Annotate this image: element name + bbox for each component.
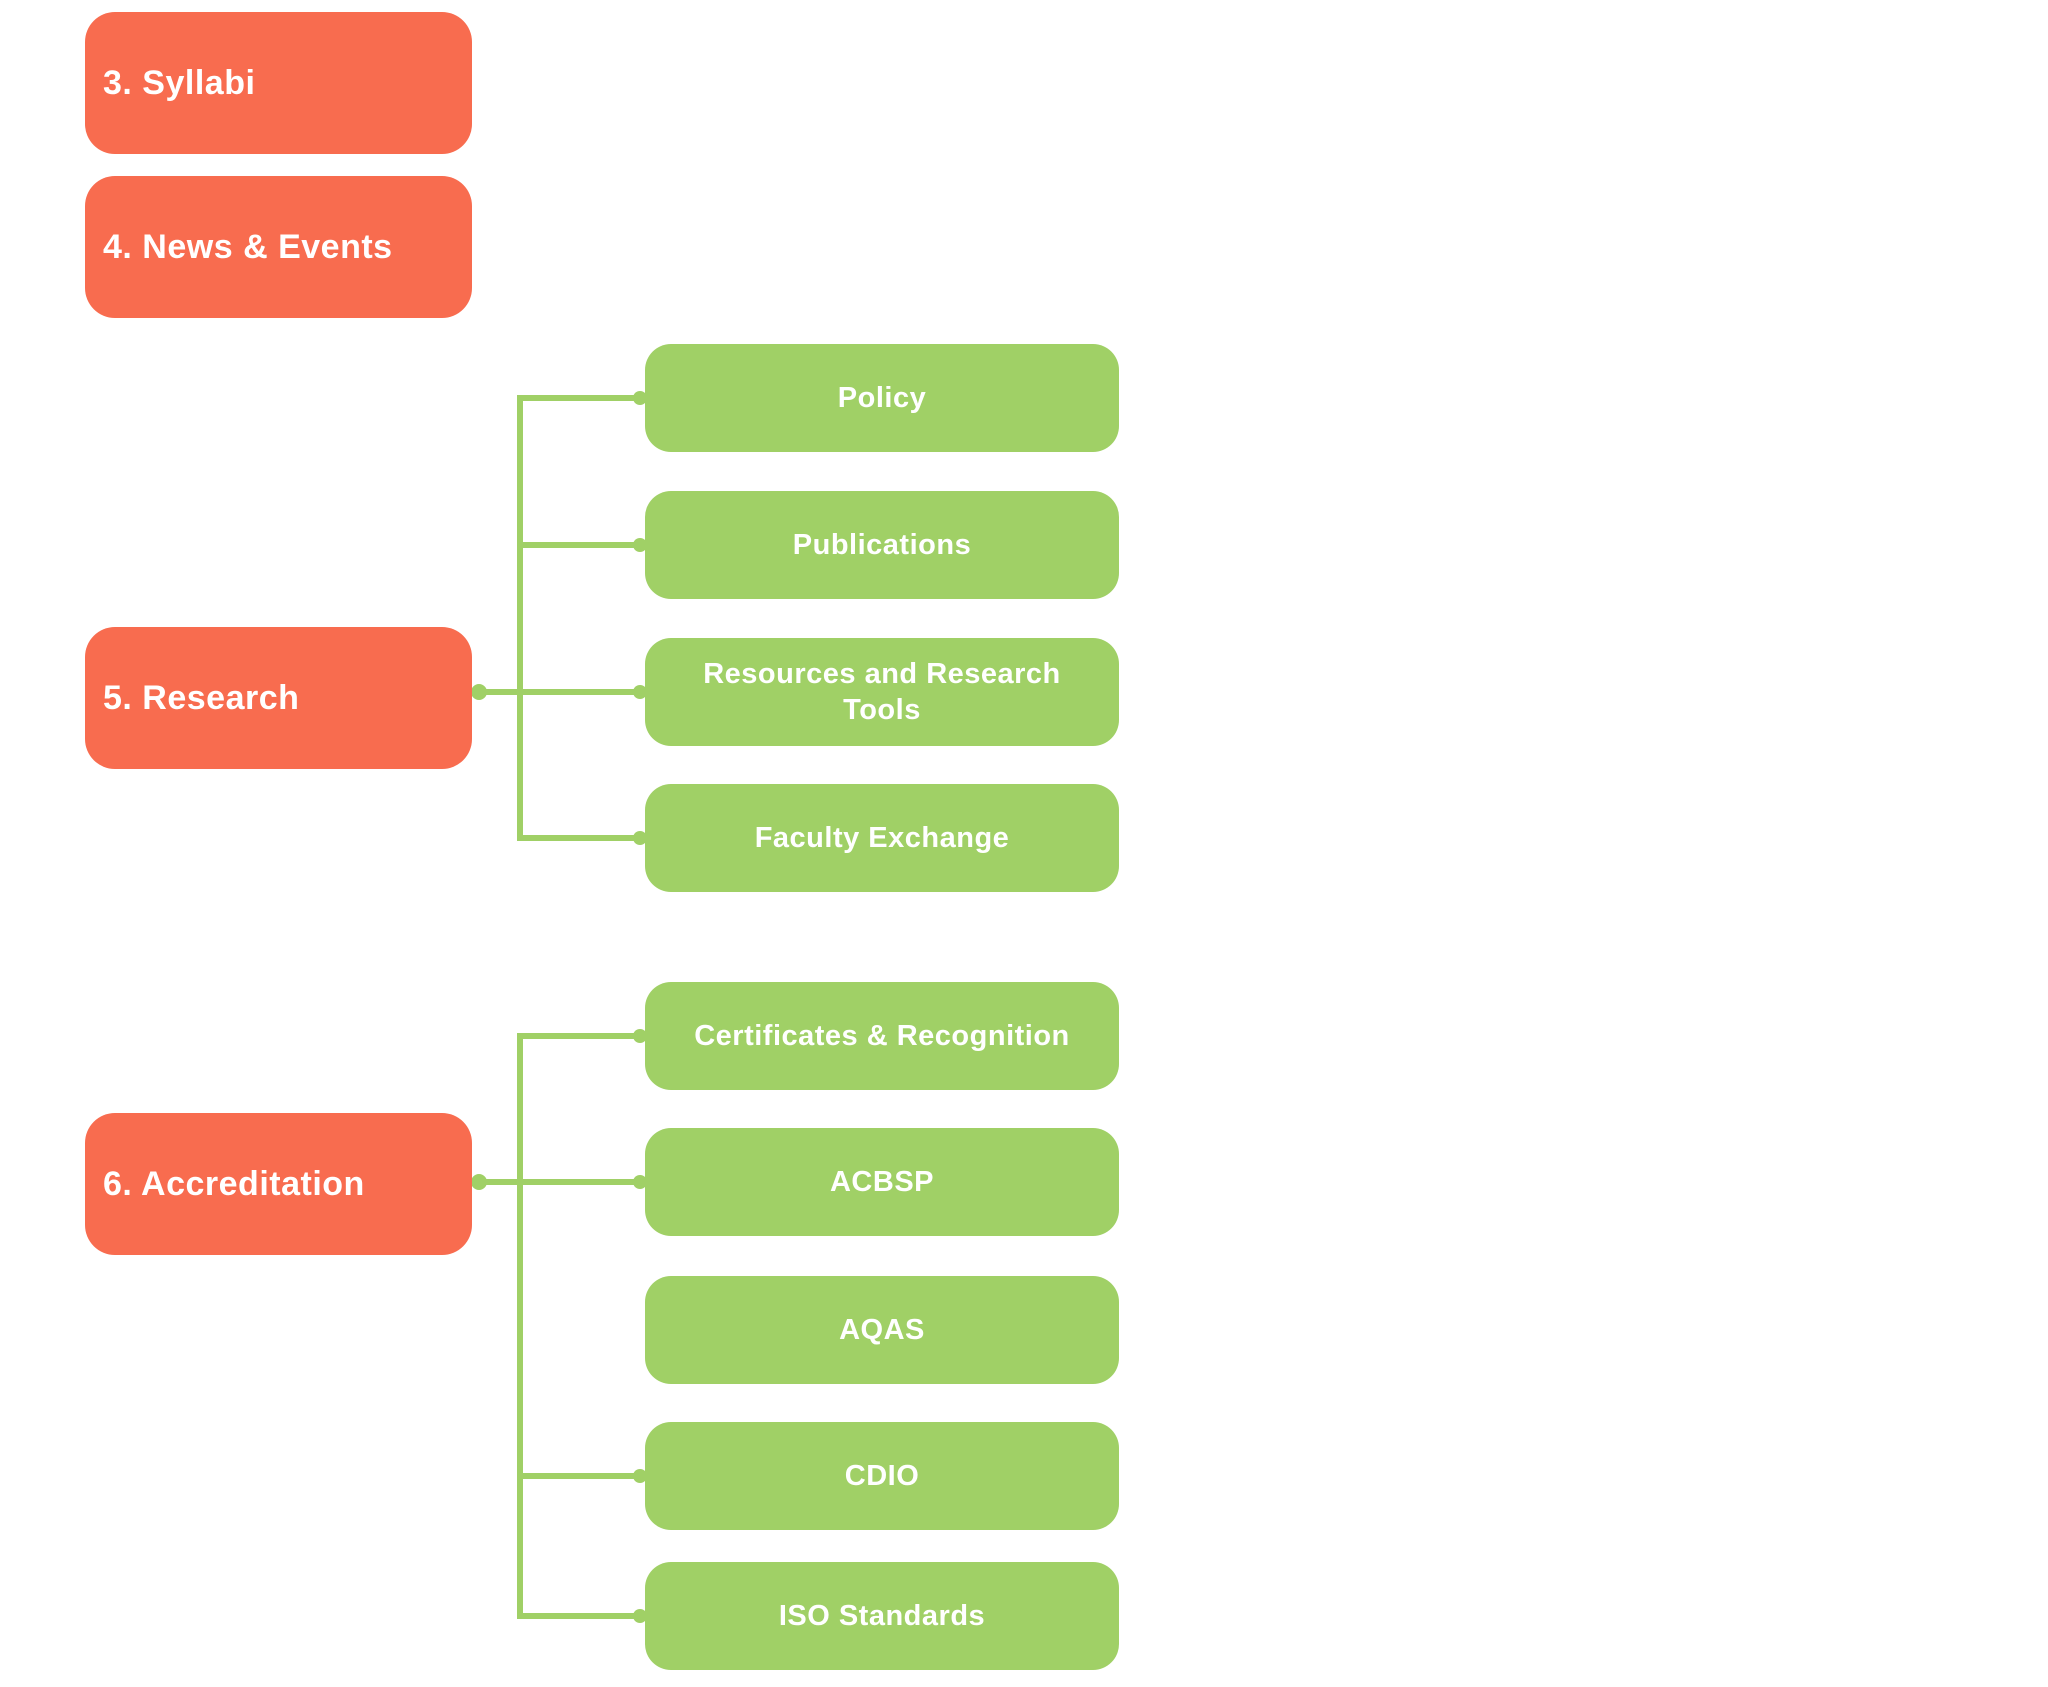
- connector-accreditation-iso-standards: [517, 1613, 645, 1619]
- connector-research-faculty-exchange: [517, 835, 645, 841]
- node-aqas: AQAS: [645, 1276, 1119, 1384]
- node-acbsp: ACBSP: [645, 1128, 1119, 1236]
- node-accreditation: 6. Accreditation: [85, 1113, 472, 1255]
- node-accreditation-label: 6. Accreditation: [103, 1164, 365, 1203]
- connector-accreditation-cdio: [517, 1473, 645, 1479]
- node-certificates: Certificates & Recognition: [645, 982, 1119, 1090]
- node-certificates-label: Certificates & Recognition: [694, 1019, 1070, 1052]
- node-acbsp-label: ACBSP: [829, 1165, 934, 1198]
- node-publications: Publications: [645, 491, 1119, 599]
- node-publications-label: Publications: [792, 528, 972, 561]
- node-iso-standards: ISO Standards: [645, 1562, 1119, 1670]
- node-resources-label: Resources and Research Tools: [703, 657, 1061, 726]
- node-news-events-label: 4. News & Events: [103, 227, 393, 266]
- connector-research-policy: [517, 395, 645, 401]
- connector-dot-faculty-exchange: [633, 831, 647, 845]
- connector-accreditation-certificates: [517, 1033, 645, 1039]
- node-policy: Policy: [645, 344, 1119, 452]
- node-cdio: CDIO: [645, 1422, 1119, 1530]
- node-research: 5. Research: [85, 627, 472, 769]
- node-resources: Resources and Research Tools: [645, 638, 1119, 746]
- connector-dot-policy: [633, 391, 647, 405]
- connector-research-root-resources: [468, 689, 645, 695]
- node-research-label: 5. Research: [103, 678, 300, 717]
- connector-dot-cdio: [633, 1469, 647, 1483]
- connector-dot-accreditation-root: [471, 1174, 487, 1190]
- node-news-events: 4. News & Events: [85, 176, 472, 318]
- node-policy-label: Policy: [837, 381, 927, 414]
- connector-research-publications: [517, 542, 645, 548]
- connector-research-trunk: [517, 395, 523, 841]
- node-syllabi: 3. Syllabi: [85, 12, 472, 154]
- connector-accreditation-root-acbsp: [468, 1179, 645, 1185]
- connector-dot-certificates: [633, 1029, 647, 1043]
- connector-accreditation-trunk: [517, 1033, 523, 1619]
- node-aqas-label: AQAS: [839, 1313, 925, 1346]
- node-faculty-exchange: Faculty Exchange: [645, 784, 1119, 892]
- connector-dot-acbsp: [633, 1175, 647, 1189]
- node-cdio-label: CDIO: [844, 1459, 920, 1492]
- connector-dot-resources: [633, 685, 647, 699]
- connector-dot-iso-standards: [633, 1609, 647, 1623]
- node-syllabi-label: 3. Syllabi: [103, 63, 256, 102]
- connector-dot-research-root: [471, 684, 487, 700]
- connector-dot-publications: [633, 538, 647, 552]
- node-iso-standards-label: ISO Standards: [778, 1599, 986, 1632]
- node-faculty-exchange-label: Faculty Exchange: [754, 821, 1010, 854]
